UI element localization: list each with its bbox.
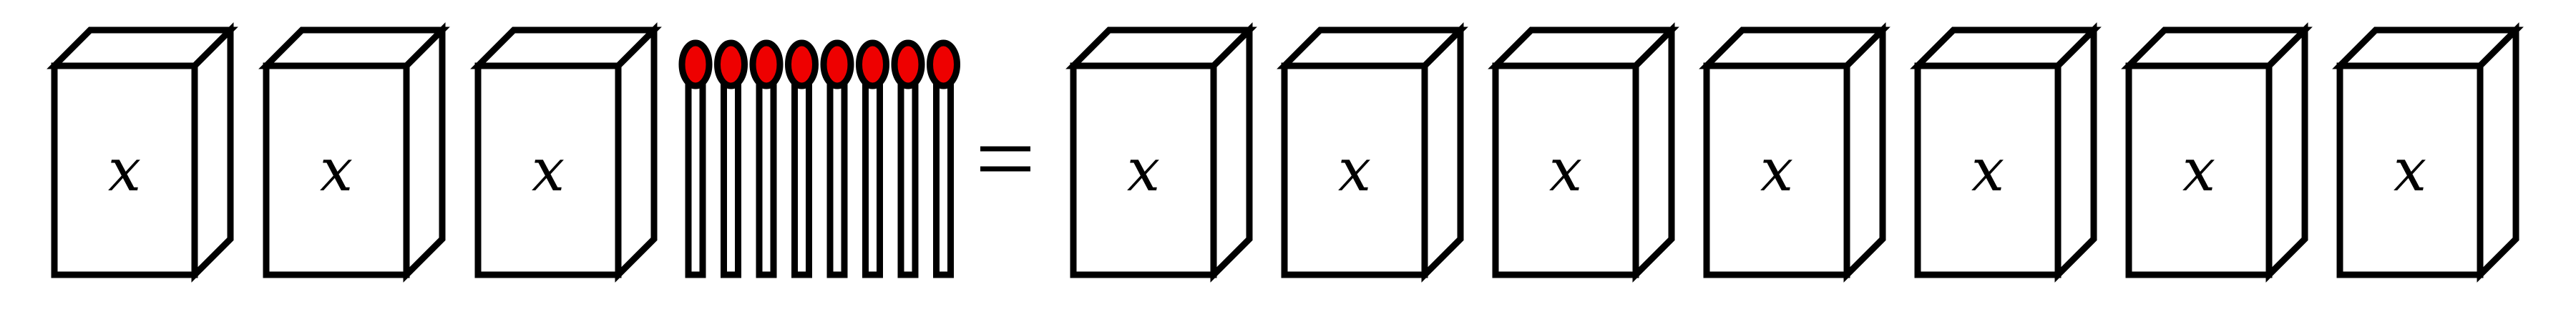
box-label: x [532, 137, 565, 205]
box-front-face [1492, 62, 1639, 278]
box-side-face [1843, 22, 1886, 283]
matchstick-head [927, 39, 960, 89]
matchstick-icon [820, 39, 854, 278]
matchstick-icon [927, 39, 960, 278]
matchstick-icon [678, 39, 713, 278]
matchbox-icon: x [1488, 22, 1679, 283]
box-front-face [263, 62, 410, 278]
matchstick-stick [721, 65, 741, 278]
box-front-face [2336, 62, 2484, 278]
box-label: x [1338, 137, 1371, 205]
matchstick-stick [791, 65, 812, 278]
matchbox-icon: x [1065, 22, 1257, 283]
matchstick-head [820, 39, 854, 89]
box-label: x [2182, 137, 2215, 205]
box-side-face [1210, 22, 1253, 283]
matchstick-stick [897, 65, 919, 278]
box-label: x [1760, 137, 1793, 205]
matchstick-icon [714, 39, 748, 278]
matchstick-group [678, 39, 960, 278]
matchstick-head [714, 39, 748, 89]
box-label: x [1971, 137, 2004, 205]
box-side-face [2477, 22, 2519, 283]
matchbox-icon: x [2332, 22, 2524, 283]
matchstick-icon [856, 39, 889, 278]
box-side-face [2054, 22, 2097, 283]
box-side-face [403, 22, 446, 283]
matchstick-head [856, 39, 889, 89]
box-label: x [320, 137, 353, 205]
matchbox-icon: x [1277, 22, 1468, 283]
box-front-face [51, 62, 198, 278]
matchstick-icon [749, 39, 784, 278]
box-label: x [1127, 137, 1160, 205]
box-front-face [474, 62, 622, 278]
matchstick-stick [685, 65, 706, 278]
box-label: x [108, 137, 141, 205]
box-front-face [1281, 62, 1428, 278]
equals-sign [980, 146, 1030, 172]
matchbox-icon: x [1699, 22, 1890, 283]
box-side-face [1421, 22, 1464, 283]
box-side-face [191, 22, 234, 283]
matchstick-head [785, 39, 819, 89]
box-front-face [2125, 62, 2273, 278]
matchbox-icon: x [1910, 22, 2102, 283]
matchstick-stick [826, 65, 848, 278]
matchstick-stick [756, 65, 777, 278]
matchbox-icon: x [258, 22, 450, 283]
matchstick-head [749, 39, 784, 89]
box-front-face [1070, 62, 1217, 278]
box-front-face [1703, 62, 1850, 278]
box-front-face [1914, 62, 2062, 278]
matchstick-stick [862, 65, 883, 278]
matchstick-icon [891, 39, 925, 278]
matchstick-head [678, 39, 713, 89]
box-side-face [2265, 22, 2308, 283]
matchstick-icon [785, 39, 819, 278]
box-label: x [2394, 137, 2426, 205]
box-label: x [1549, 137, 1582, 205]
box-side-face [615, 22, 658, 283]
matchbox-icon: x [470, 22, 662, 283]
box-side-face [1632, 22, 1675, 283]
matchbox-icon: x [47, 22, 238, 283]
matchstick-stick [933, 65, 954, 278]
matchstick-head [891, 39, 925, 89]
matchbox-icon: x [2121, 22, 2313, 283]
